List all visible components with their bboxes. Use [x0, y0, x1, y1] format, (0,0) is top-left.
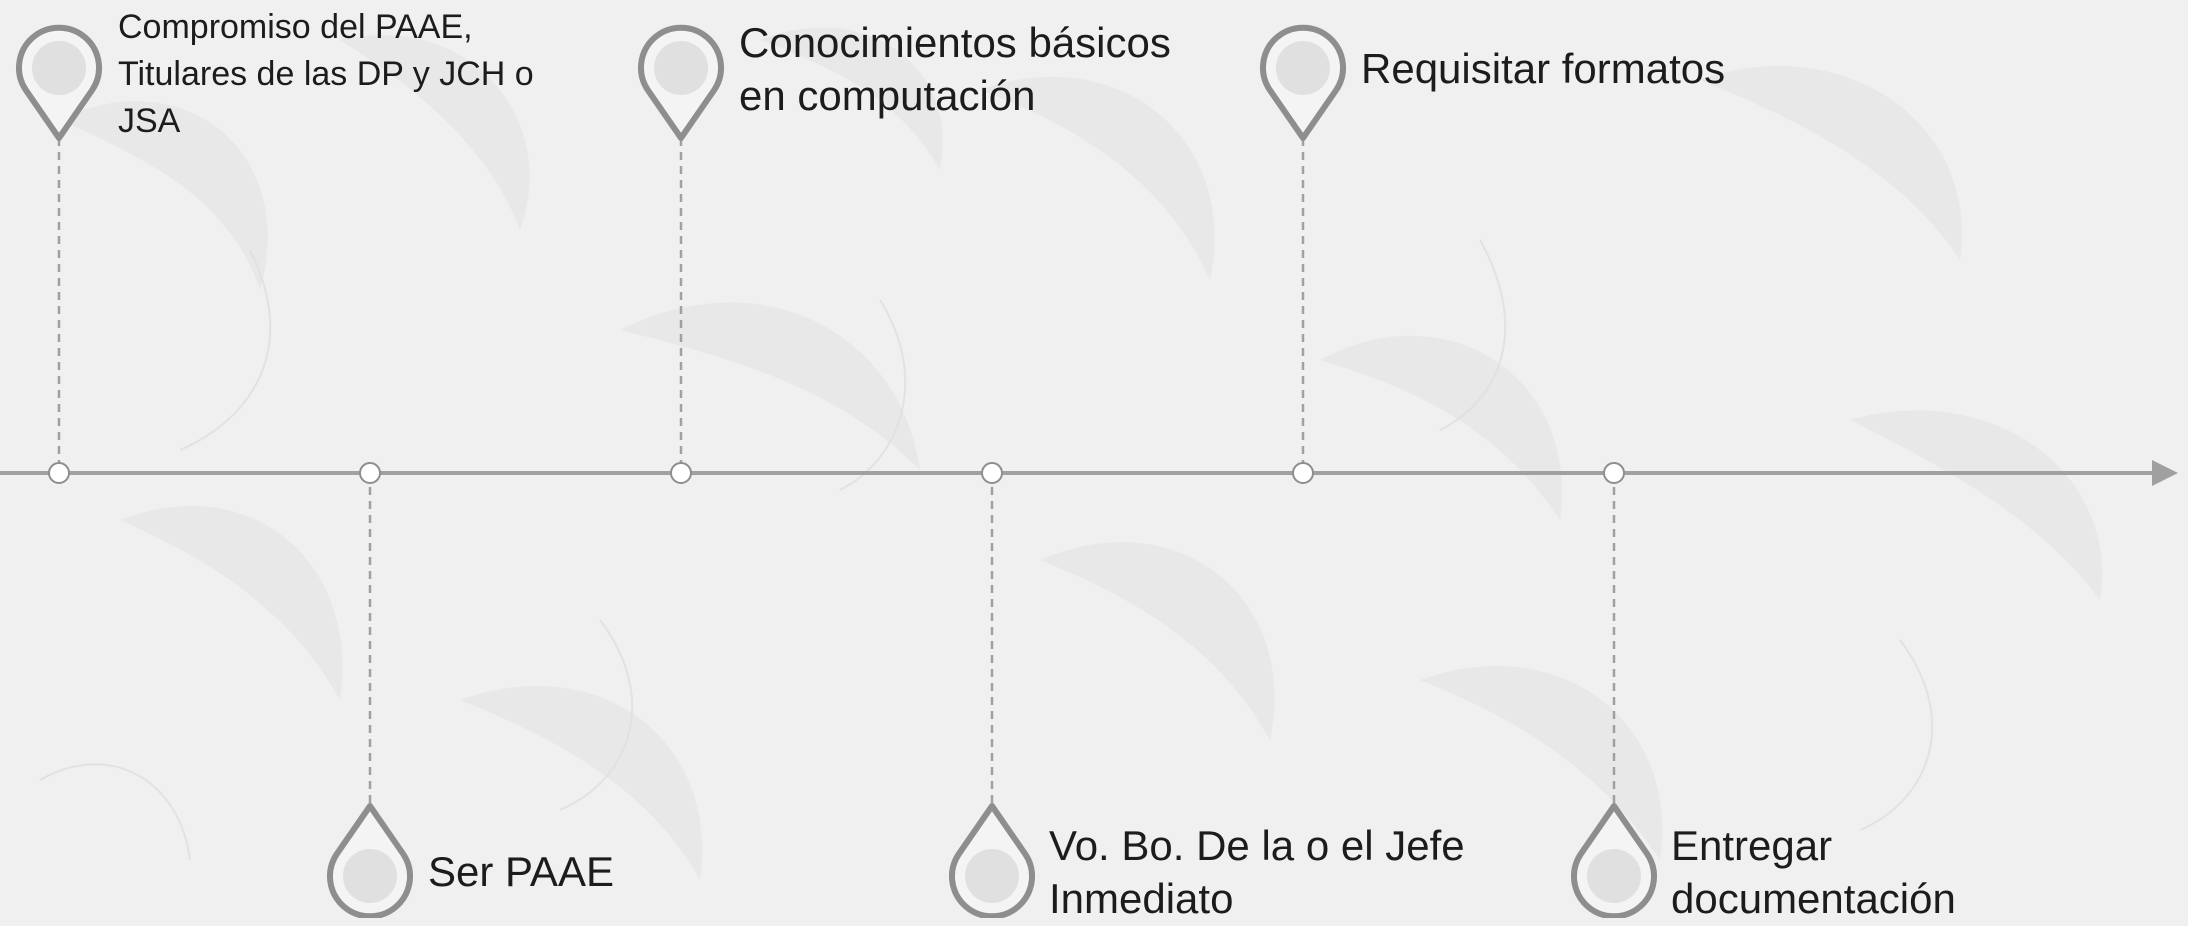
- milestone-1-line-3: JSA: [118, 101, 181, 140]
- milestone-2-line-1: Ser PAAE: [428, 848, 614, 895]
- milestone-1-line-2: Titulares de las DP y JCH o: [118, 54, 534, 93]
- timeline-arrowhead: [2152, 460, 2178, 486]
- milestone-3-line-2: en computación: [739, 72, 1036, 120]
- milestone-1-pin-dot: [32, 41, 86, 95]
- milestone-label-6: Entregar documentación: [1671, 819, 1956, 926]
- milestone-label-1: Compromiso del PAAE, Titulares de las DP…: [118, 4, 534, 145]
- milestone-3-pin-dot: [654, 41, 708, 95]
- milestone-label-4: Vo. Bo. De la o el Jefe Inmediato: [1049, 819, 1465, 926]
- milestone-5-line-1: Requisitar formatos: [1361, 45, 1726, 92]
- milestone-6-node: [1603, 462, 1625, 484]
- milestone-5-node: [1292, 462, 1314, 484]
- milestone-label-3: Conocimientos básicos en computación: [739, 16, 1171, 123]
- milestone-4-pin-dot: [965, 849, 1019, 903]
- milestone-6-line-2: documentación: [1671, 875, 1956, 923]
- milestone-label-2: Ser PAAE: [428, 845, 614, 898]
- milestone-1-node: [48, 462, 70, 484]
- milestone-2-pin-dot: [343, 849, 397, 903]
- milestone-3-line-1: Conocimientos básicos: [739, 19, 1171, 66]
- milestone-5-pin-dot: [1276, 41, 1330, 95]
- milestone-4-line-2: Inmediato: [1049, 875, 1234, 923]
- milestone-label-5: Requisitar formatos: [1361, 42, 1725, 95]
- milestone-6-pin-dot: [1587, 849, 1641, 903]
- milestone-6-line-1: Entregar: [1671, 822, 1833, 869]
- milestone-4-line-1: Vo. Bo. De la o el Jefe: [1049, 822, 1465, 869]
- milestone-4-node: [981, 462, 1003, 484]
- milestone-2-node: [359, 462, 381, 484]
- milestone-3-node: [670, 462, 692, 484]
- milestone-1-line-1: Compromiso del PAAE,: [118, 8, 473, 46]
